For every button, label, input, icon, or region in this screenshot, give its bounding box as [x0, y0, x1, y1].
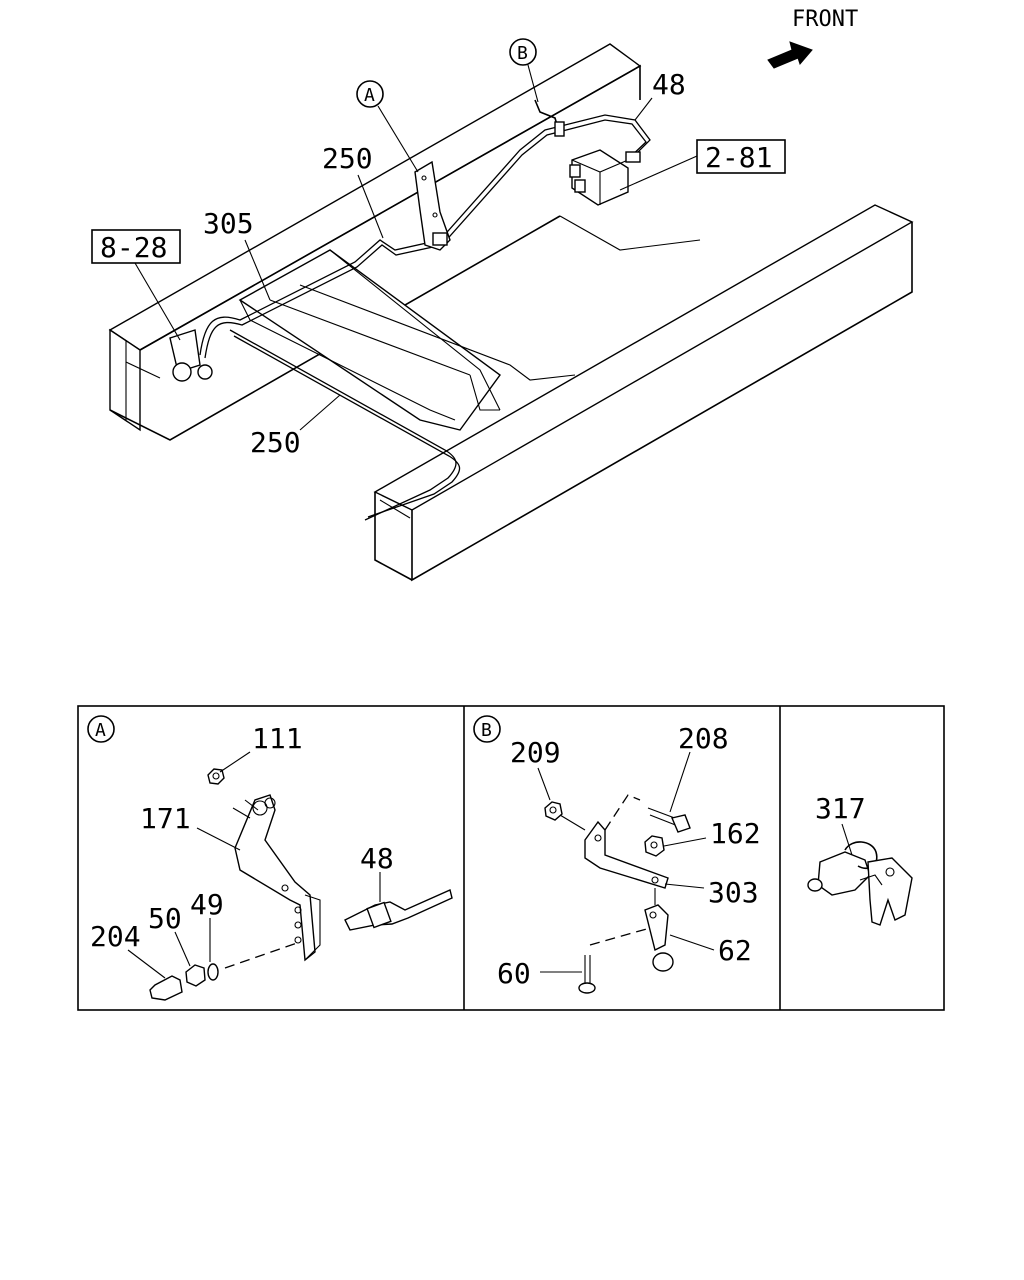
detail-b-part-208: 208: [678, 722, 729, 755]
main-callouts: A B 48 250 305 250 2-81 8-28: [91, 38, 786, 459]
detail-b-part-62: 62: [718, 934, 752, 967]
component-2-81: [569, 149, 641, 206]
detail-a-part-48: 48: [360, 842, 394, 875]
bracket-a-on-rail: [414, 160, 451, 251]
callout-ref-8-28: 8-28: [100, 231, 167, 264]
valve-left: [169, 329, 213, 382]
callout-part-305: 305: [203, 207, 254, 240]
callout-ref-a: A: [364, 85, 375, 106]
front-arrow-icon: [767, 41, 813, 69]
callout-part-250-upper: 250: [322, 142, 373, 175]
detail-a-part-204: 204: [90, 920, 141, 953]
detail-c-part-317: 317: [815, 792, 866, 825]
clip-b-on-rail: [534, 99, 565, 137]
main-assembly-view: A B 48 250 305 250 2-81 8-28: [91, 38, 914, 582]
detail-b-panel: B 209 208 162 303: [473, 715, 761, 994]
detail-b-part-209: 209: [510, 736, 561, 769]
callout-part-250-lower: 250: [250, 426, 301, 459]
front-label: FRONT: [792, 7, 858, 32]
callout-ref-b: B: [517, 43, 528, 64]
detail-a-marker: A: [95, 720, 106, 741]
detail-b-part-60: 60: [497, 957, 531, 990]
callout-ref-2-81: 2-81: [705, 141, 772, 174]
detail-a-panel: A 111 171 48 50 49 204: [87, 715, 453, 1001]
upper-frame-rail: [108, 43, 642, 441]
detail-c-panel: 317: [807, 792, 913, 926]
detail-a-part-49: 49: [190, 888, 224, 921]
cross-member: [238, 215, 701, 431]
detail-a-part-111: 111: [252, 722, 303, 755]
detail-b-marker: B: [481, 720, 492, 741]
detail-a-part-171: 171: [140, 802, 191, 835]
detail-b-part-303: 303: [708, 876, 759, 909]
brake-pipes: [199, 114, 651, 521]
lower-frame-rail: [373, 204, 914, 582]
detail-b-part-162: 162: [710, 817, 761, 850]
detail-a-part-50: 50: [148, 902, 182, 935]
callout-part-48: 48: [652, 68, 686, 101]
front-indicator: FRONT: [767, 7, 858, 69]
detail-panels: [77, 705, 945, 1011]
